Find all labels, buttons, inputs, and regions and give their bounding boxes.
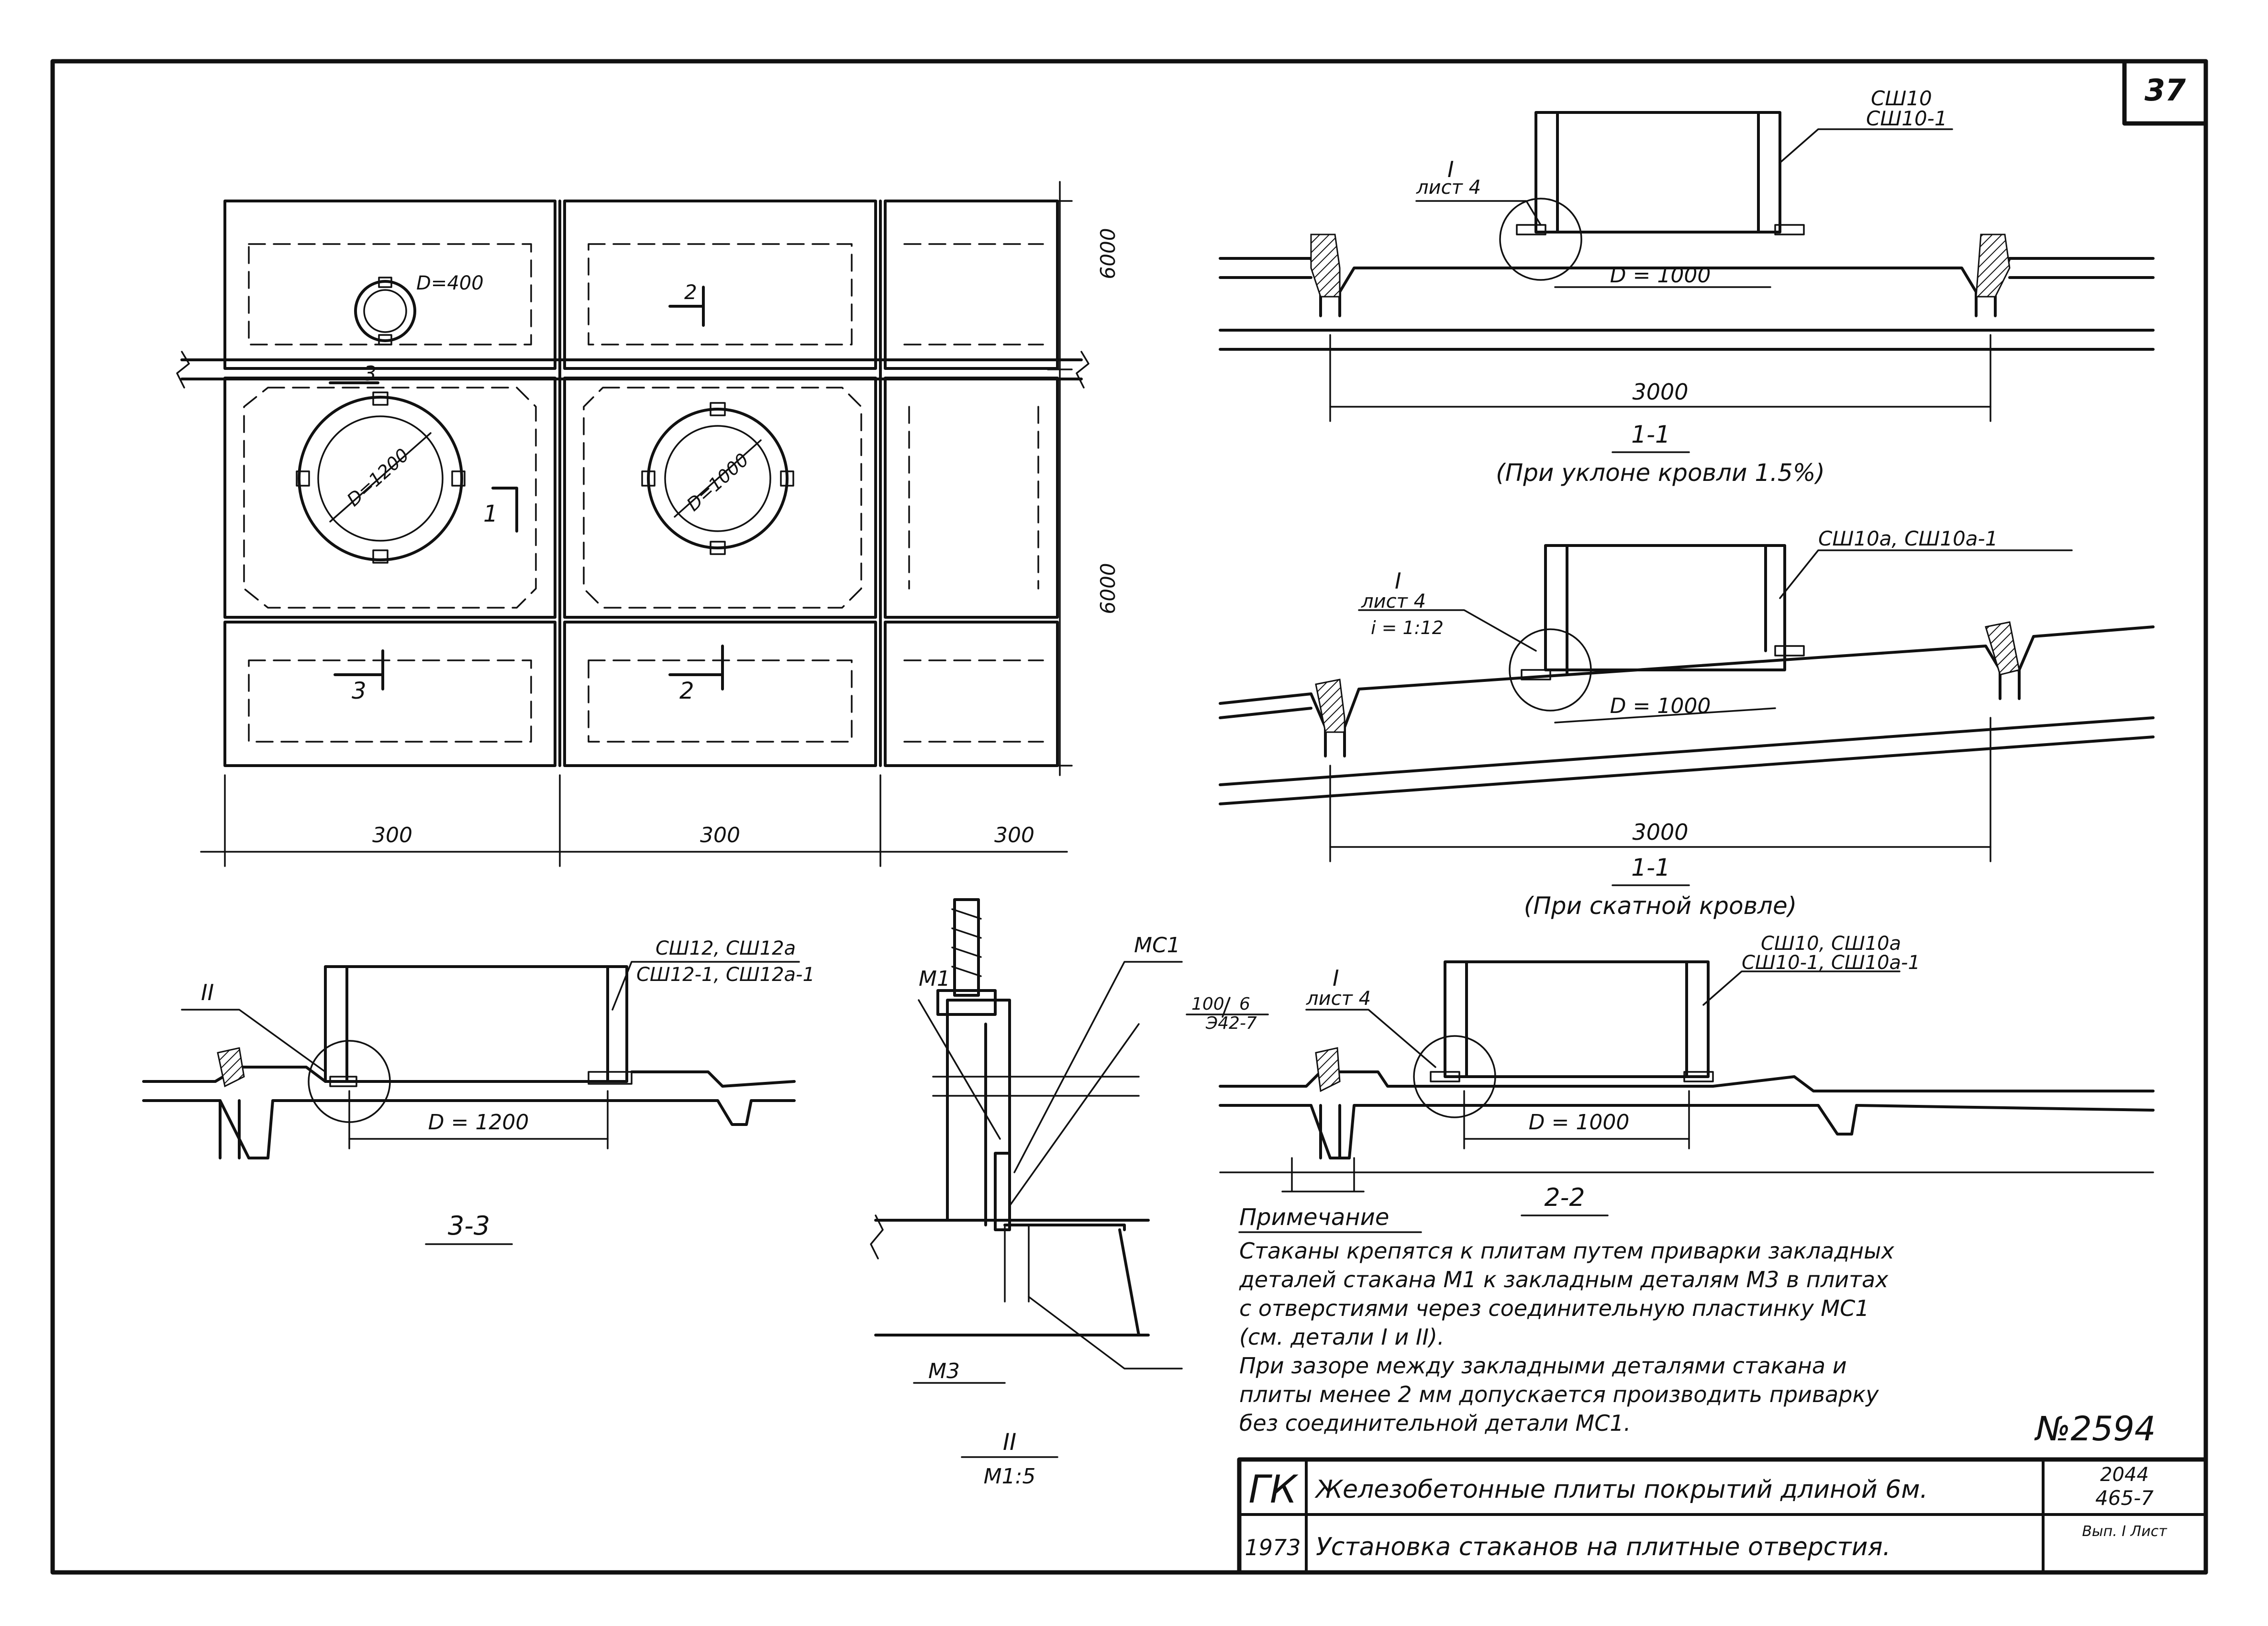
- section-3-part-1: СШ12, СШ12а: [656, 937, 796, 959]
- section-1-1-flat: D = 1000 3000 I лист 4 СШ10 СШ10-1 1-1 (…: [1219, 87, 2155, 487]
- section-1-pitched-subtitle: (При скатной кровле): [1524, 892, 1797, 920]
- plan-dim-side-1: 6000: [1096, 228, 1120, 279]
- section-3-diameter: D = 1200: [428, 1110, 529, 1135]
- section-2-title: 2-2: [1545, 1183, 1585, 1212]
- detail-ii-title: II: [1003, 1429, 1016, 1456]
- detail-ii-scale: М1:5: [984, 1464, 1036, 1489]
- section-1-1-pitched: D = 1000 3000 I лист 4 i = 1:12 СШ10а, С…: [1219, 527, 2155, 920]
- section-1-flat-part-1: СШ10: [1871, 87, 1932, 110]
- section-1-pitched-slope: i = 1:12: [1371, 617, 1444, 638]
- note-line-6: плиты менее 2 мм допускается производить…: [1239, 1381, 1879, 1407]
- section-2-part-2: СШ10-1, СШ10а-1: [1742, 952, 1920, 974]
- plan-dim-2: 300: [700, 823, 740, 847]
- section-1-pitched-span: 3000: [1632, 819, 1688, 845]
- section-1-flat-diameter: D = 1000: [1610, 263, 1711, 288]
- note-stamp: №2594: [2034, 1409, 2156, 1448]
- section-1-flat-part-2: СШ10-1: [1866, 107, 1947, 130]
- note-block: Примечание Стаканы крепятся к плитам пут…: [1238, 1204, 2156, 1448]
- title-block-org: ГК: [1248, 1467, 1299, 1512]
- note-line-7: без соединительной детали МС1.: [1239, 1410, 1631, 1436]
- section-1-flat-subtitle: (При уклоне кровли 1.5%): [1496, 459, 1825, 487]
- plan-dim-3: 300: [994, 823, 1034, 847]
- title-block-sheet-cell: Вып. I Лист: [2082, 1523, 2168, 1540]
- detail-ii-label-m3: М3: [928, 1359, 960, 1383]
- section-1-flat-title: 1-1: [1631, 421, 1670, 448]
- opening-label-d1000: D=1000: [683, 449, 753, 515]
- section-3-title: 3-3: [448, 1211, 490, 1241]
- note-line-4: (см. детали I и II).: [1239, 1324, 1445, 1350]
- note-line-3: с отверстиями через соединительную пласт…: [1239, 1295, 1869, 1321]
- title-block-subtitle: Установка стаканов на плитные отверстия.: [1316, 1533, 1890, 1561]
- section-2-callout-num: I: [1333, 965, 1339, 991]
- plan-view: D=400 D=1200 D=1000 2 3 1 3 2 300 300 30…: [176, 181, 1120, 867]
- section-3-callout-num: II: [201, 980, 214, 1005]
- sheet-frame: 37: [50, 59, 2208, 1575]
- note-title: Примечание: [1239, 1204, 1389, 1231]
- section-1-flat-span: 3000: [1632, 379, 1688, 405]
- section-2-callout-sheet: лист 4: [1306, 988, 1371, 1010]
- note-line-1: Стаканы крепятся к плитам путем приварки…: [1239, 1238, 1895, 1264]
- section-3-part-2: СШ12-1, СШ12а-1: [636, 964, 815, 986]
- detail-ii-label-mc1: МС1: [1134, 933, 1180, 958]
- opening-label-d1200: D=1200: [343, 444, 413, 510]
- cut-mark-3-bottom: 3: [352, 678, 367, 704]
- cut-mark-2-bottom: 2: [679, 678, 694, 704]
- cut-mark-3-top: 3: [364, 362, 377, 385]
- detail-ii-weld-size: 100: [1191, 994, 1224, 1014]
- cut-mark-2-top: 2: [684, 280, 697, 304]
- section-1-pitched-part: СШ10а, СШ10а-1: [1818, 527, 1998, 550]
- section-2-part-1: СШ10, СШ10а: [1761, 933, 1901, 955]
- note-line-2: деталей стакана М1 к закладным деталям М…: [1239, 1267, 1889, 1292]
- section-1-pitched-callout-num: I: [1395, 568, 1401, 594]
- title-block-year: 1973: [1245, 1535, 1301, 1560]
- plan-dim-1: 300: [372, 823, 412, 847]
- detail-ii: М1 МС1 100 6 Э42-7 М3 II М1:5: [870, 898, 1269, 1489]
- section-1-pitched-diameter: D = 1000: [1610, 694, 1711, 718]
- section-3-3: D = 1200 II СШ12, СШ12а СШ12-1, СШ12а-1 …: [142, 937, 815, 1245]
- title-block-series-2: 465-7: [2095, 1486, 2154, 1510]
- detail-ii-weld-leg: 6: [1239, 994, 1250, 1014]
- sheet-number: 37: [2145, 73, 2186, 108]
- opening-label-d400: D=400: [416, 272, 484, 294]
- cut-mark-1: 1: [483, 501, 498, 527]
- section-1-flat-callout-sheet: лист 4: [1416, 177, 1481, 199]
- note-line-5: При зазоре между закладными деталями ста…: [1239, 1353, 1847, 1379]
- section-2-diameter: D = 1000: [1529, 1110, 1630, 1135]
- detail-ii-weld-electrode: Э42-7: [1205, 1013, 1257, 1033]
- title-block-series-1: 2044: [2100, 1464, 2149, 1486]
- section-1-pitched-title: 1-1: [1631, 854, 1670, 881]
- title-block: ГК Железобетонные плиты покрытий длиной …: [1237, 1457, 2208, 1575]
- detail-ii-label-m1: М1: [919, 967, 950, 991]
- section-1-pitched-callout-sheet: лист 4: [1361, 590, 1426, 613]
- plan-dim-side-2: 6000: [1096, 563, 1120, 614]
- section-2-2: D = 1000 I лист 4 СШ10, СШ10а СШ10-1, СШ…: [1219, 933, 2155, 1216]
- section-1-flat-callout-num: I: [1447, 156, 1454, 182]
- title-block-title: Железобетонные плиты покрытий длиной 6м.: [1314, 1475, 1928, 1504]
